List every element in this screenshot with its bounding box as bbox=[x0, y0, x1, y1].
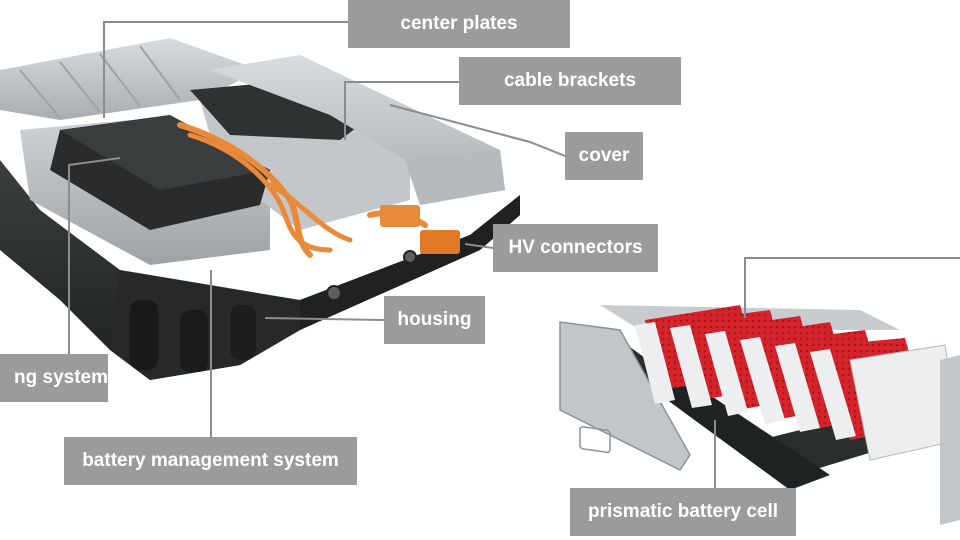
hv-connector-block bbox=[420, 230, 460, 254]
leader-housing bbox=[264, 317, 385, 321]
label-cover: cover bbox=[565, 132, 643, 180]
label-prismatic-battery-cell: prismatic battery cell bbox=[570, 488, 796, 536]
label-housing: housing bbox=[384, 296, 485, 344]
label-center-plates: center plates bbox=[348, 0, 570, 48]
leader-center-plates bbox=[103, 21, 348, 118]
prismatic-cell-module bbox=[559, 305, 960, 525]
center-plates-shape bbox=[0, 38, 260, 120]
leader-cover bbox=[389, 104, 566, 157]
battery-pack bbox=[0, 38, 520, 380]
label-battery-management-system: battery management system bbox=[64, 437, 357, 485]
end-plate bbox=[559, 321, 691, 471]
cells bbox=[635, 305, 960, 461]
leader-hv-connectors bbox=[464, 243, 494, 249]
leader-cooling-system bbox=[68, 157, 121, 354]
label-cable-brackets: cable brackets bbox=[459, 57, 681, 105]
leader-cable-brackets bbox=[344, 81, 459, 140]
label-hv-connectors: HV connectors bbox=[493, 224, 658, 272]
label-cooling-system: ng system bbox=[0, 354, 108, 402]
leader-lines bbox=[68, 21, 960, 488]
leader-cell-top bbox=[744, 257, 960, 318]
